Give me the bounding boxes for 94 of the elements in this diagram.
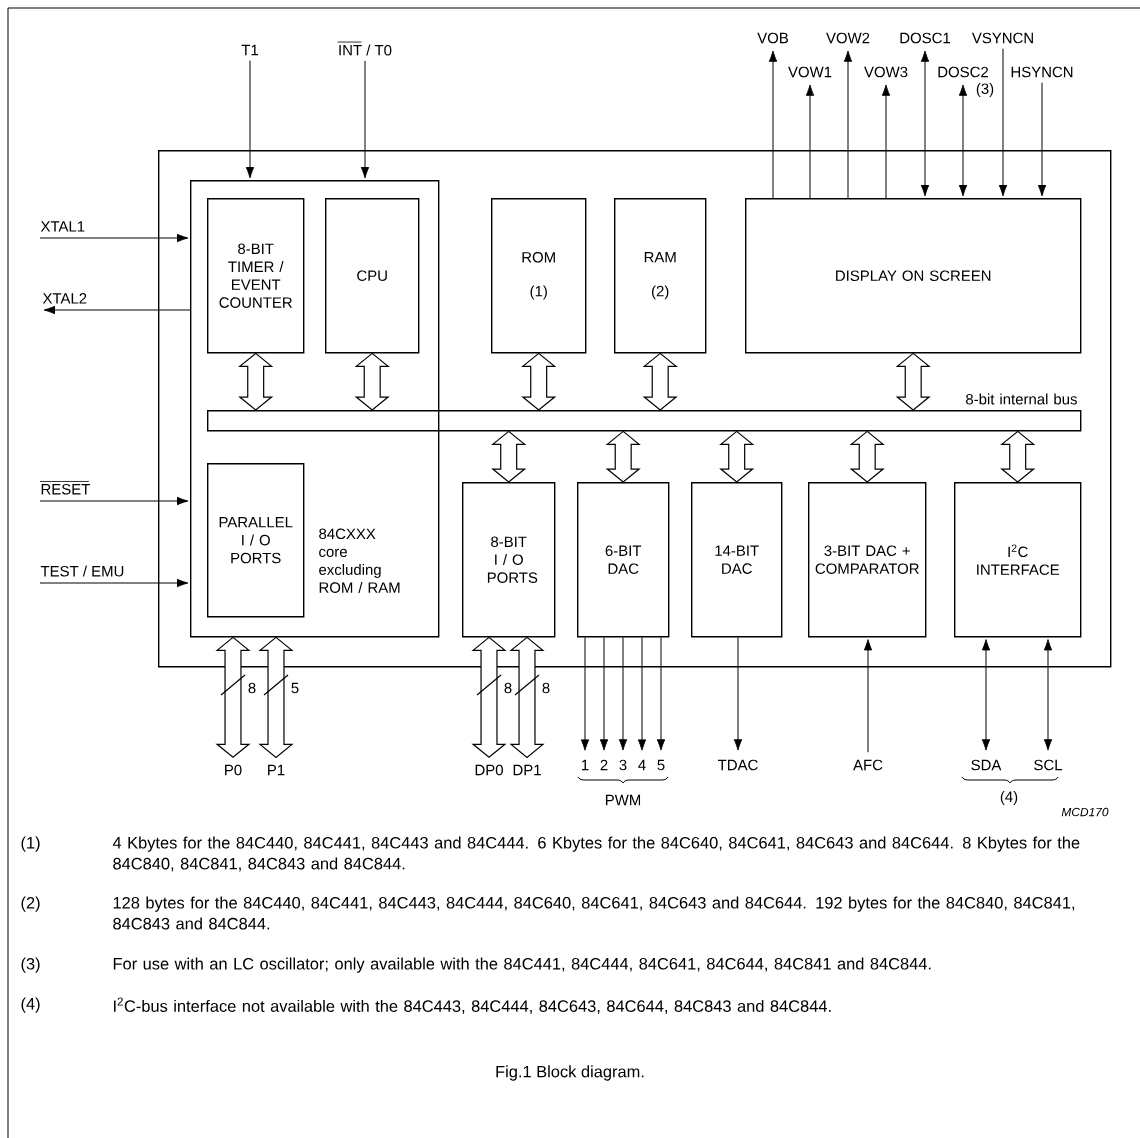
- block-box: I$^{2}$C INTERFACE: [954, 482, 1082, 638]
- footnote-marker: (4): [1000, 791, 1018, 805]
- arrow: [958, 84, 968, 197]
- footnote-text: 128 bytes for the 84C440, 84C441, 84C443, 84C444, 84C640, 84C641, 84C643 and 84C644. 192 bytes for the 84C840, 84C841, 84C843 and 84C844.: [113, 896, 1075, 930]
- bus-arrow: [605, 430, 641, 483]
- bus-arrow: [1000, 430, 1036, 483]
- signal-label: SDA: [971, 759, 1002, 771]
- arrow: [981, 639, 991, 751]
- chip-outline: [158, 150, 1112, 668]
- footnote-number: (4): [21, 997, 40, 1013]
- arrow: [599, 636, 609, 751]
- arrow: [805, 84, 815, 199]
- bus-arrow: [642, 352, 678, 411]
- signal-label: VOB: [757, 32, 788, 44]
- block-box: 14-BIT DAC: [691, 482, 783, 638]
- signal-label: XTAL2: [42, 293, 87, 304]
- signal-label: TEST / EMU: [40, 565, 124, 577]
- signal-label: P0: [225, 764, 242, 776]
- footnote-text: 4 Kbytes for the 84C440, 84C441, 84C443 and 84C444. 6 Kbytes for the 84C640, 84C641, 84C643 and 84C644. 8 Kbytes for the 84C840, 84C841, 84C843 and 84C844.: [112, 836, 1080, 872]
- footnote-number: (3): [21, 957, 40, 973]
- bus-arrow: [215, 636, 251, 759]
- signal-label: INT / T0: [337, 41, 392, 56]
- arrow: [768, 50, 778, 199]
- signal-label: DOSC2: [938, 66, 988, 78]
- arrow: [656, 636, 666, 751]
- bus-arrow: [258, 636, 294, 759]
- bus-arrow: [471, 636, 507, 759]
- footnote-text: I$^{2}$C-bus interface not available with the 84C443, 84C444, 84C643, 84C644, 84C843 and 84C844.: [114, 997, 831, 1014]
- footnote-marker: (3): [976, 83, 994, 97]
- arrow: [39, 578, 189, 588]
- bus-arrow: [521, 352, 557, 411]
- bus-arrow: [895, 352, 931, 411]
- edge-label: 5: [291, 682, 299, 694]
- bus-arrow: [354, 352, 390, 411]
- block-box: CPU: [325, 198, 420, 354]
- signal-label: HSYNCN: [1011, 66, 1073, 78]
- arrow: [580, 636, 590, 751]
- block-box: 8-BIT I / O PORTS: [462, 482, 556, 638]
- arrow: [1037, 82, 1047, 197]
- arrow: [637, 636, 647, 751]
- arrow: [920, 50, 930, 197]
- arrow: [863, 639, 873, 753]
- signal-label: P1: [268, 764, 285, 776]
- signal-label: 4: [638, 759, 646, 771]
- arrow: [39, 233, 189, 243]
- block-box: ROM (1): [491, 198, 587, 354]
- figure-code: MCD170: [1061, 807, 1109, 817]
- block-box: 8-BIT TIMER / EVENT COUNTER: [207, 198, 305, 354]
- signal-label: DOSC1: [900, 32, 950, 44]
- signal-label: 2: [600, 759, 608, 771]
- signal-label: 1: [582, 759, 589, 771]
- signal-label: XTAL1: [40, 221, 85, 232]
- arrow: [733, 636, 743, 751]
- footnote-text: For use with an LC oscillator; only available with the 84C441, 84C444, 84C641, 84C644, 84C841 and 84C844.: [113, 957, 931, 973]
- signal-label: DP0: [475, 764, 503, 776]
- signal-label: AFC: [853, 759, 883, 771]
- signal-label: TDAC: [718, 759, 758, 771]
- edge-label: 8: [248, 682, 256, 694]
- signal-label: T1: [241, 44, 258, 56]
- bus-arrow: [849, 430, 885, 483]
- arrow: [245, 60, 255, 179]
- bus-arrow: [238, 352, 274, 411]
- arrow: [881, 84, 891, 199]
- arrow: [360, 60, 370, 179]
- signal-label: VOW2: [826, 32, 870, 44]
- block-box: RAM (2): [614, 198, 707, 354]
- edge-label: 8: [542, 682, 550, 694]
- footnote-number: (2): [21, 896, 40, 912]
- block-box: 3-BIT DAC + COMPARATOR: [808, 482, 927, 638]
- signal-label: 5: [657, 759, 665, 771]
- arrow: [618, 636, 628, 751]
- edge-label: 8: [504, 682, 512, 694]
- caption: Fig.1 Block diagram.: [496, 1065, 644, 1081]
- signal-label: DP1: [513, 764, 541, 776]
- signal-label: 3: [619, 759, 627, 771]
- arrow: [843, 50, 853, 199]
- arrow: [998, 48, 1008, 197]
- arrow: [1043, 639, 1053, 751]
- block-box: DISPLAY ON SCREEN: [745, 198, 1082, 354]
- signal-label: VSYNCN: [971, 32, 1033, 44]
- node-label: 8-bit internal bus: [966, 393, 1077, 405]
- signal-label: VOW1: [788, 66, 832, 78]
- footnote-number: (1): [21, 836, 40, 852]
- bus-arrow: [719, 430, 755, 483]
- signal-label: SCL: [1034, 759, 1063, 771]
- block-box: PARALLEL I / O PORTS: [207, 463, 305, 618]
- signal-label: RESET: [39, 481, 90, 495]
- bus-arrow: [491, 430, 527, 483]
- group-label: PWM: [605, 794, 641, 806]
- bus-arrow: [509, 636, 545, 759]
- signal-label: VOW3: [864, 66, 908, 78]
- block-box: 6-BIT DAC: [577, 482, 670, 638]
- arrow: [39, 496, 189, 506]
- arrow: [43, 305, 191, 315]
